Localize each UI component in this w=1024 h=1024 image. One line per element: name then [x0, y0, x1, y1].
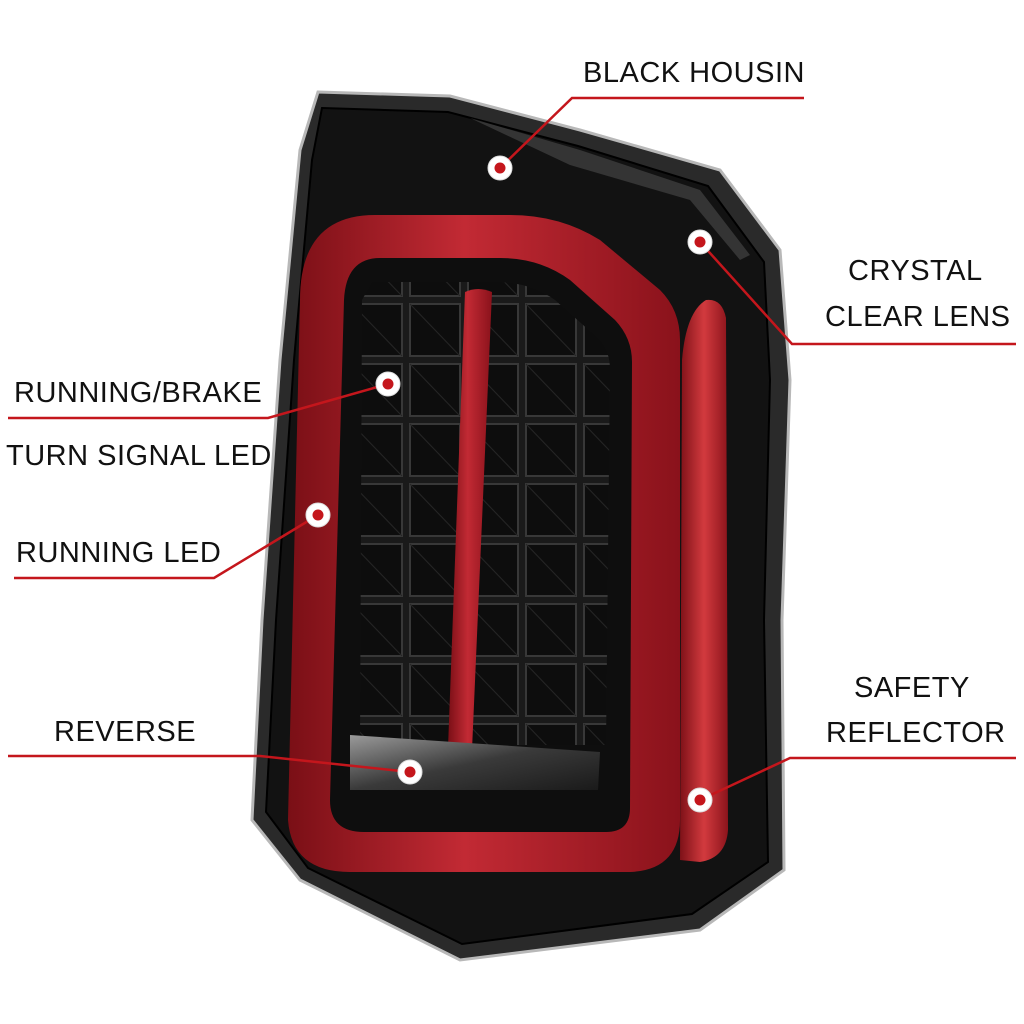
side-reflector [680, 299, 728, 862]
callout-dots [305, 155, 713, 813]
label-black-housing: BLACK HOUSIN [583, 57, 805, 89]
brake-leader [8, 382, 389, 420]
housing-marker-center [494, 162, 506, 174]
label-reflector: REFLECTOR [826, 717, 1006, 749]
callout-lines [8, 96, 1016, 802]
label-clear-lens: CLEAR LENS [825, 301, 1011, 333]
label-reverse: REVERSE [54, 716, 196, 748]
brake-marker-center [382, 378, 394, 390]
housing-leader [499, 96, 804, 169]
running-leader [14, 513, 319, 580]
label-running-brake: RUNNING/BRAKE [14, 377, 262, 409]
brake-strip [448, 289, 492, 753]
led-grid [360, 282, 610, 745]
lens-marker-center [694, 236, 706, 248]
lens-sheen [470, 118, 750, 260]
reverse-leader [8, 754, 411, 774]
reflector-marker-center [694, 794, 706, 806]
running-marker-center [312, 509, 324, 521]
reverse-marker-center [404, 766, 416, 778]
label-crystal: CRYSTAL [848, 255, 983, 287]
lens-leader [699, 241, 1016, 346]
reflector-leader [699, 756, 1016, 802]
label-safety: SAFETY [854, 672, 970, 704]
label-running-led: RUNNING LED [16, 537, 221, 569]
label-turn-signal: TURN SIGNAL LED [6, 440, 272, 472]
